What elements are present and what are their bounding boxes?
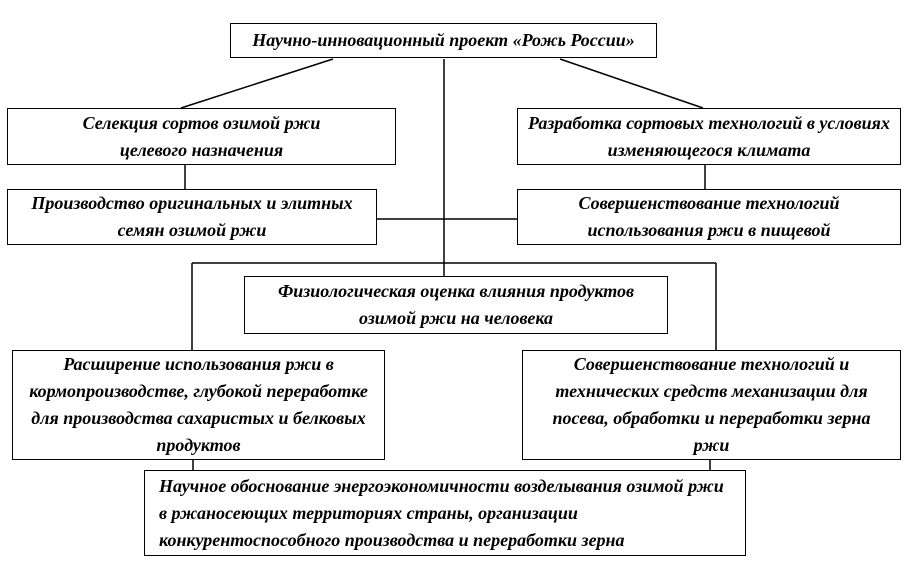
node-tech-development: Разработка сортовых технологий в условия…: [517, 108, 901, 165]
node-mechanization: Совершенствование технологий и техническ…: [522, 350, 901, 460]
physiological-label: Физиологическая оценка влияния продуктов…: [277, 281, 635, 328]
node-project-title: Научно-инновационный проект «Рожь России…: [230, 23, 657, 58]
node-physiological: Физиологическая оценка влияния продуктов…: [244, 276, 668, 334]
node-feed-use: Расширение использования ржи в кормопрои…: [12, 350, 385, 460]
selection-label: Селекция сортов озимой ржи целевого назн…: [82, 112, 321, 160]
tech-development-label: Разработка сортовых технологий в условия…: [528, 112, 890, 160]
connector-title-to-selection: [180, 58, 334, 109]
node-scientific-basis: Научное обоснование энергоэкономичности …: [144, 470, 746, 556]
node-food-tech: Совершенствование технологий использован…: [517, 189, 901, 245]
connector-title-to-techdev: [559, 58, 704, 109]
mechanization-label: Совершенствование технологий и техническ…: [552, 354, 871, 455]
node-selection: Селекция сортов озимой ржи целевого назн…: [7, 108, 396, 165]
node-seed-production: Производство оригинальных и элитных семя…: [7, 189, 377, 245]
scientific-basis-label: Научное обоснование энергоэкономичности …: [159, 475, 724, 550]
feed-use-label: Расширение использования ржи в кормопрои…: [29, 354, 368, 455]
project-title-label: Научно-инновационный проект «Рожь России…: [252, 30, 635, 50]
food-tech-label: Совершенствование технологий использован…: [578, 193, 840, 240]
seed-production-label: Производство оригинальных и элитных семя…: [31, 193, 353, 240]
